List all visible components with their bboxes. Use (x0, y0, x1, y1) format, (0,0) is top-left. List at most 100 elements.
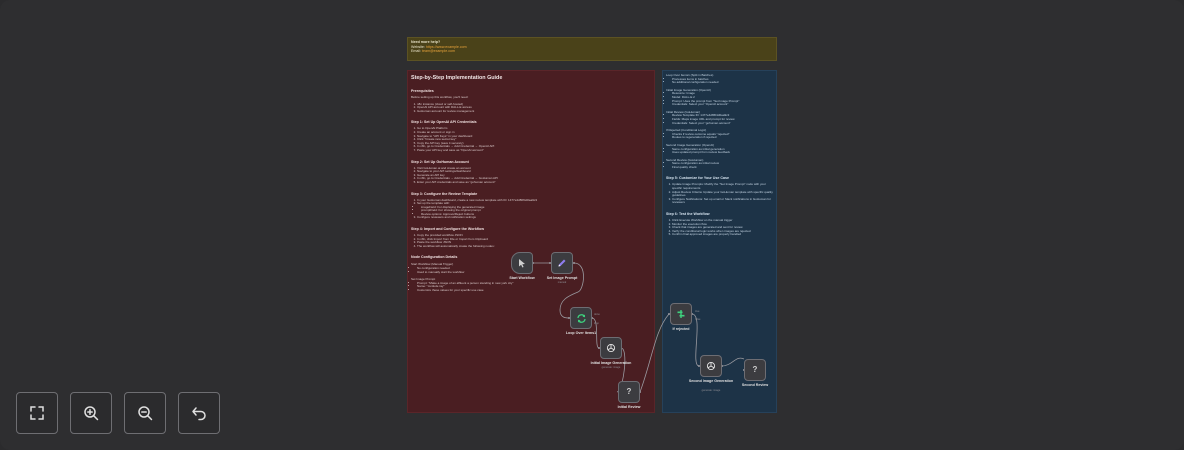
rejected-list: Checks if review outcome equals "rejecte… (666, 132, 773, 140)
node-label-if-rejected: If rejected (672, 327, 690, 331)
list-item: n8n instance (cloud or self-hosted) (417, 102, 651, 107)
undo-icon (192, 407, 206, 421)
node-set-image-prompt[interactable] (551, 252, 573, 274)
email-label: Email: (411, 49, 422, 54)
list-item: Navigate to "API Keys" in your dashboard (417, 134, 651, 139)
list-item: Customize these values for your specific… (417, 288, 651, 293)
openai-icon (706, 361, 716, 371)
node-initial-review[interactable]: ? (618, 381, 640, 403)
prompt-list: Prompt: "Make a image of an affluent a p… (411, 281, 651, 293)
prompt-heading: Set Image Prompt (411, 277, 436, 282)
list-item: Resource: Image (672, 92, 773, 96)
if-icon (677, 310, 685, 318)
list-item: Same configuration as initial generation (672, 147, 773, 152)
help-sticky-note[interactable]: Need more help? Website: https://www.exa… (407, 37, 777, 61)
start-list: No configuration neededUsed to manually … (411, 266, 651, 274)
node-label-loop: Loop Over Items1 (565, 331, 597, 335)
list-item: Set up the template with: (417, 201, 651, 206)
list-item: No configuration needed (417, 266, 651, 271)
node-sublabel-second-gen: generate: image (701, 389, 721, 392)
list-item: Visit GoHuman.ai and create an account (417, 166, 651, 171)
zoom-in-button[interactable] (70, 392, 112, 434)
node-sublabel-set-prompt: manual (557, 281, 567, 284)
list-item: OpenAI API account with DALL-E access (417, 106, 651, 110)
website-link[interactable]: https://www.example.com (425, 44, 467, 49)
start-heading: Start Workflow (Manual Trigger) (411, 262, 454, 267)
list-item: In n8n, go to Credentials → Add Credenti… (417, 145, 651, 149)
list-item: imageField: For displaying the generated… (421, 205, 651, 210)
prereq-list: n8n instance (cloud or self-hosted)OpenA… (411, 102, 651, 114)
list-item: Copy the provided workflow JSON (417, 233, 651, 238)
list-item: Confirm final approved images are proper… (672, 233, 773, 237)
node-second-review[interactable]: ? (744, 359, 766, 381)
list-item: Generate an API key (417, 173, 651, 178)
list-item: Fields: Maps image URL and prompt for re… (672, 117, 773, 122)
list-item: Navigate to your API settings/dashboard (417, 170, 651, 174)
loop-list: Processes items in batchesNo additional … (666, 77, 773, 85)
step3-sublist: imageField: For displaying the generated… (411, 205, 651, 217)
list-item: Check that images are generated and sent… (672, 226, 773, 230)
list-item: Configure reviewers and notification set… (417, 216, 651, 220)
step1-heading: Step 1: Set Up OpenAI API Credentials (411, 120, 477, 125)
details-heading: Node Configuration Details (411, 255, 458, 260)
review-heading: Initial Review (GoHuman) (666, 109, 701, 114)
question-icon: ? (752, 365, 758, 374)
node-label-second-review: Second Review (741, 383, 769, 387)
gen-heading: Initial Image Generation (OpenAI) (666, 87, 711, 92)
list-item: Paste your API key and save as "OpenAI a… (417, 148, 651, 153)
rejected-heading: If Rejected (Conditional Logic) (666, 128, 707, 133)
prereq-intro: Before setting up this workflow, you'll … (411, 95, 469, 99)
list-item: In n8n, go to Credentials → Add Credenti… (417, 177, 651, 181)
list-item: Update Image Prompts: Modify the "Set Im… (672, 183, 773, 190)
list-item: Same configuration as initial review (672, 162, 773, 166)
undo-button[interactable] (178, 392, 220, 434)
email-link[interactable]: team@example.com (421, 49, 455, 54)
zoom-out-button[interactable] (124, 392, 166, 434)
node-start-workflow[interactable] (511, 252, 533, 274)
node-label-initial-gen: Initial Image Generation (590, 361, 632, 365)
step2-heading: Step 2: Set Up GoHuman Account (411, 159, 469, 164)
list-item: Review Template ID: 1477e4d86f4d0aa9c3 (672, 114, 773, 118)
node-if-rejected[interactable] (670, 303, 692, 325)
second-gen-list: Same configuration as initial generation… (666, 147, 773, 155)
node-label-second-gen: Second Image Generation (688, 379, 734, 383)
loop-heading: Loop Over Items1 (Split in Batches) (666, 73, 714, 77)
list-item: Credentials: Select your "gohuman accoun… (672, 121, 773, 126)
fit-view-icon (30, 406, 44, 420)
list-item: Create an account or sign in (417, 130, 651, 135)
list-item: The workflow will automatically create t… (417, 244, 651, 249)
review-list: Review Template ID: 1477e4d86f4d0aa9c3Fi… (666, 114, 773, 125)
list-item: Enter your API credentials and save as "… (417, 180, 651, 185)
prereq-heading: Prerequisites (411, 89, 434, 93)
pencil-icon (558, 259, 566, 267)
step2-list: Visit GoHuman.ai and create an accountNa… (411, 166, 651, 185)
list-item: Review options: Approve/Reject buttons (421, 212, 651, 217)
second-rev-heading: Second Review (GoHuman) (666, 157, 704, 162)
node-label-initial-review: Initial Review (617, 405, 641, 409)
list-item: Go to OpenAI Platform (417, 127, 651, 131)
list-item: No additional configuration needed (672, 81, 773, 85)
list-item: In n8n, click Import from File or Import… (417, 237, 651, 242)
cursor-icon (519, 259, 525, 268)
list-item: Final quality check (672, 165, 773, 170)
list-item: In your GoHuman dashboard, create a new … (417, 198, 651, 203)
node-details-note[interactable]: Loop Over Items1 (Split in Batches) Proc… (662, 70, 777, 413)
list-item: Configure Notifications: Set up email or… (672, 197, 773, 205)
step6-heading: Step 6: Test the Workflow (666, 212, 710, 217)
list-item: Processes items in batches (672, 77, 773, 82)
gen-list: Resource: ImageModel: DALL-E 2Prompt: Us… (666, 92, 773, 106)
step1-list: Go to OpenAI PlatformCreate an account o… (411, 127, 651, 152)
loop-icon (576, 313, 586, 323)
step5-list: Update Image Prompts: Modify the "Set Im… (666, 183, 773, 205)
website-label: Website: (411, 44, 426, 49)
fit-view-button[interactable] (16, 392, 58, 434)
list-item: Prompt: Uses the prompt from "Set Image … (672, 99, 773, 104)
list-item: Prompt: "Make a image of an affluent a p… (417, 281, 651, 286)
zoom-out-icon (138, 406, 153, 421)
step5-heading: Step 5: Customize for Your Use Case (666, 176, 729, 181)
node-initial-image-generation[interactable] (600, 337, 622, 359)
node-loop-over-items[interactable] (570, 307, 592, 329)
node-second-image-generation[interactable] (700, 355, 722, 377)
question-icon: ? (626, 387, 632, 396)
